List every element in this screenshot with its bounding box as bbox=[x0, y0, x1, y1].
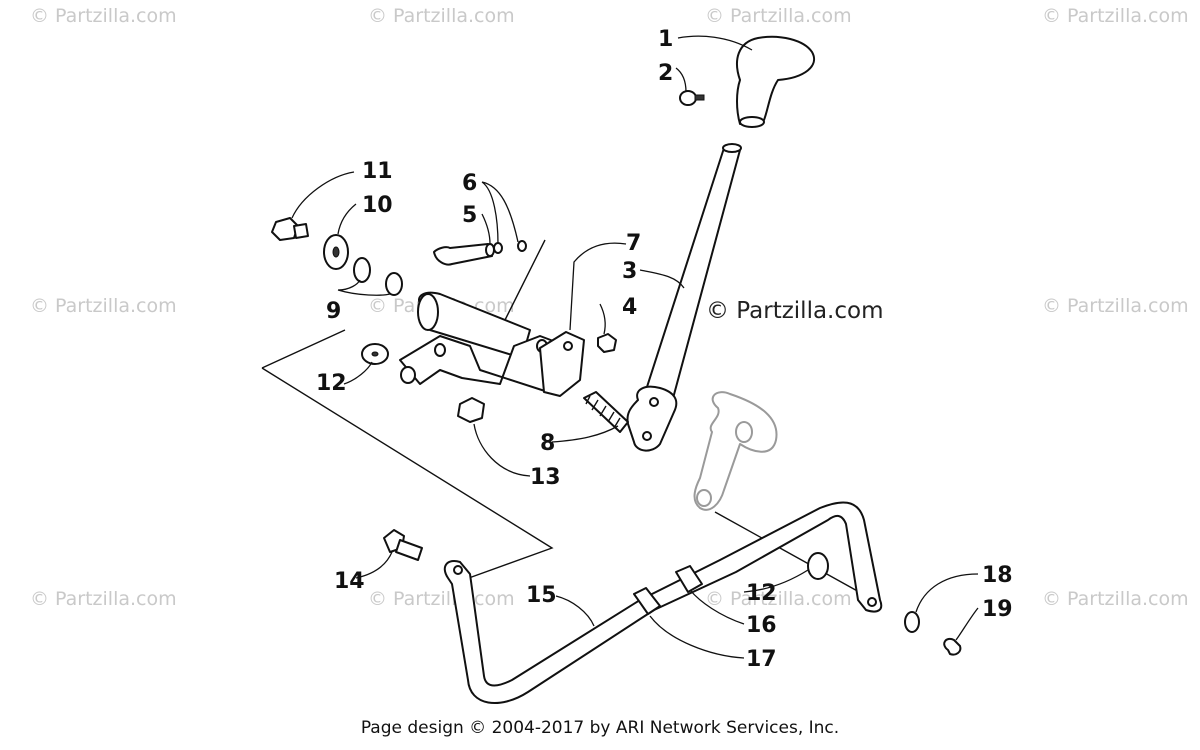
callout-labels: 1 2 3 4 5 6 7 8 9 10 11 12 13 14 15 16 1… bbox=[316, 27, 1013, 672]
watermark: © Partzilla.com bbox=[368, 588, 515, 610]
plate-part bbox=[539, 331, 585, 397]
callout-16: 16 bbox=[746, 613, 777, 638]
clip-part bbox=[943, 638, 962, 656]
assembly-guide-line bbox=[261, 329, 554, 584]
set-screw-part bbox=[679, 90, 705, 106]
nut-part bbox=[597, 333, 617, 353]
watermark: © Partzilla.com bbox=[705, 588, 852, 610]
watermark: © Partzilla.com bbox=[368, 5, 515, 27]
washer-part bbox=[323, 234, 349, 270]
callout-18: 18 bbox=[982, 563, 1013, 588]
callout-1: 1 bbox=[658, 27, 673, 52]
callout-15: 15 bbox=[526, 583, 557, 608]
callout-8: 8 bbox=[540, 431, 555, 456]
watermark: © Partzilla.com bbox=[1042, 5, 1189, 27]
leader-lines bbox=[291, 35, 979, 659]
watermark: © Partzilla.com bbox=[1042, 588, 1189, 610]
callout-10: 10 bbox=[362, 193, 393, 218]
watermark: © Partzilla.com bbox=[30, 5, 177, 27]
adjuster-nut-part bbox=[633, 565, 703, 615]
callout-14: 14 bbox=[334, 569, 365, 594]
bolt-part bbox=[271, 217, 309, 241]
main-watermark: © Partzilla.com bbox=[706, 298, 884, 324]
callout-19: 19 bbox=[982, 597, 1013, 622]
reference-arm-part bbox=[693, 391, 778, 511]
callout-3: 3 bbox=[622, 259, 637, 284]
callout-7: 7 bbox=[626, 231, 641, 256]
spring-part bbox=[583, 391, 629, 433]
callout-13: 13 bbox=[530, 465, 561, 490]
callout-5: 5 bbox=[462, 203, 477, 228]
o-ring-part bbox=[353, 257, 403, 296]
watermark: © Partzilla.com bbox=[705, 5, 852, 27]
watermark: © Partzilla.com bbox=[30, 295, 177, 317]
callout-4: 4 bbox=[622, 295, 637, 320]
callout-11: 11 bbox=[362, 159, 393, 184]
watermark: © Partzilla.com bbox=[30, 588, 177, 610]
fitting-part bbox=[433, 243, 495, 266]
watermark: © Partzilla.com bbox=[1042, 295, 1189, 317]
callout-2: 2 bbox=[658, 61, 673, 86]
bolt-part bbox=[383, 529, 423, 561]
washer-part bbox=[904, 611, 920, 633]
callout-12-lower: 12 bbox=[746, 581, 777, 606]
copyright-footer: Page design © 2004-2017 by ARI Network S… bbox=[360, 718, 840, 738]
callout-9: 9 bbox=[326, 299, 341, 324]
washer-part bbox=[361, 343, 389, 365]
nut-part bbox=[457, 397, 485, 423]
callout-6: 6 bbox=[462, 171, 477, 196]
shift-knob-part bbox=[736, 35, 815, 128]
callout-12: 12 bbox=[316, 371, 347, 396]
shift-lever-part bbox=[626, 143, 742, 452]
callout-17: 17 bbox=[746, 647, 777, 672]
washer-part bbox=[493, 240, 527, 254]
shift-rod-part bbox=[443, 501, 883, 705]
washer-part bbox=[807, 552, 829, 580]
watermark-group: © Partzilla.com © Partzilla.com © Partzi… bbox=[30, 5, 1189, 610]
